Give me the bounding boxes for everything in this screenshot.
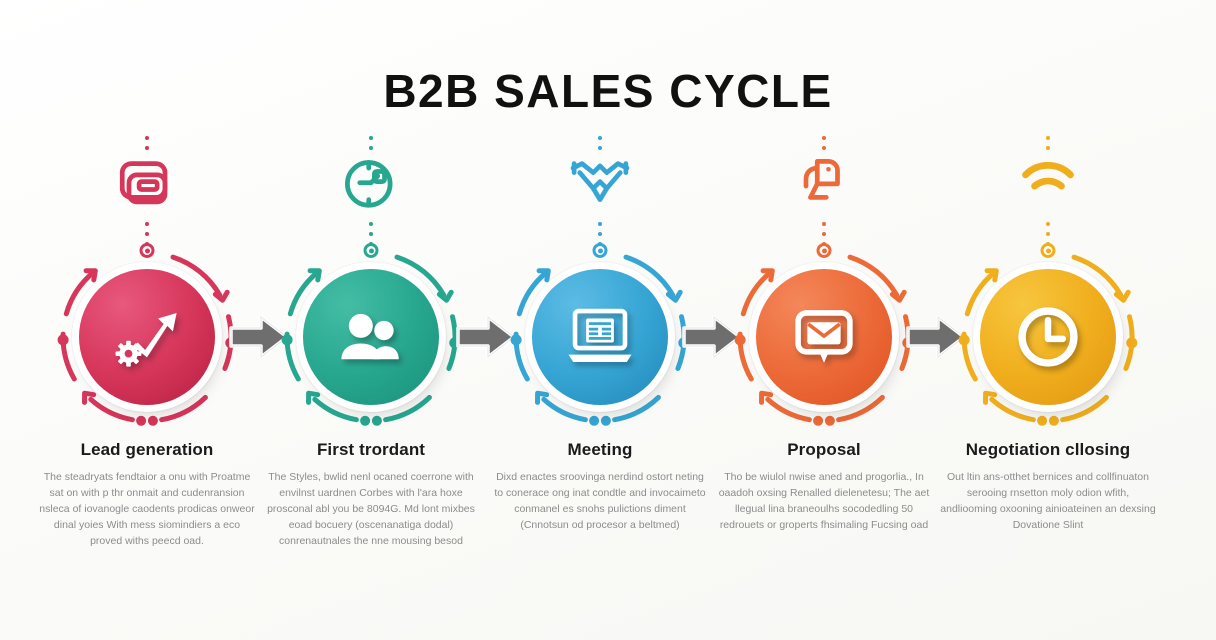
step-body: The Styles, bwlid nenl ocaned coerrone w… <box>267 471 475 547</box>
step-caption: Lead generation The steadryats fendtaior… <box>33 440 261 549</box>
step-heading: Lead generation <box>80 440 214 459</box>
step-node-dot <box>816 243 832 258</box>
connector-dots-upper <box>598 136 602 150</box>
step-caption: Proposal Tho be wiulol nwise aned and pr… <box>710 440 938 533</box>
step-node-dot <box>1040 243 1056 258</box>
step-lead-generation[interactable]: Lead generation The steadryats fendtaior… <box>35 0 259 640</box>
step-negotiation-closing[interactable]: Negotiation cllosing Out ltin ans-otthet… <box>936 0 1160 640</box>
step-bubble[interactable] <box>79 269 215 405</box>
clock-icon <box>1011 300 1085 374</box>
step-body: Out ltin ans-otthet bernices and collfin… <box>940 471 1156 531</box>
mail-bubble-icon <box>787 300 861 374</box>
step-first-contact[interactable]: First trordant The Styles, bwlid nenl oc… <box>259 0 483 640</box>
step-caption: Negotiation cllosing Out ltin ans-otthet… <box>934 440 1162 533</box>
step-heading: Negotiation cllosing <box>965 440 1131 459</box>
clock-search-icon <box>335 152 407 218</box>
step-heading: Meeting <box>567 440 633 459</box>
two-people-icon <box>334 300 408 374</box>
connector-arrow-2 <box>455 314 517 360</box>
connector-arrow-3 <box>681 314 743 360</box>
step-bubble[interactable] <box>303 269 439 405</box>
step-node-dot <box>139 243 155 258</box>
wifi-signal-icon <box>1012 152 1084 218</box>
connector-arrow-4 <box>905 314 967 360</box>
page-title: B2B SALES CYCLE <box>383 65 833 117</box>
step-node-dot <box>363 243 379 258</box>
step-caption: First trordant The Styles, bwlid nenl oc… <box>257 440 485 549</box>
card-display-icon <box>111 152 183 218</box>
step-heading: Proposal <box>787 440 861 459</box>
step-bubble[interactable] <box>756 269 892 405</box>
step-bubble[interactable] <box>980 269 1116 405</box>
connector-dots-upper <box>1046 136 1050 150</box>
step-node-dot <box>592 243 608 258</box>
step-heading: First trordant <box>316 440 426 459</box>
step-body: Dixd enactes sroovinga nerdind ostort ne… <box>494 471 706 531</box>
connector-arrow-1 <box>228 314 290 360</box>
step-meeting[interactable]: Meeting Dixd enactes sroovinga nerdind o… <box>488 0 712 640</box>
growth-arrow-gear-icon <box>110 300 184 374</box>
desk-lamp-icon <box>788 152 860 218</box>
step-body: Tho be wiulol nwise aned and progorlia.,… <box>718 471 930 531</box>
connector-dots-upper <box>369 136 373 150</box>
handshake-icon <box>564 152 636 218</box>
connector-dots-upper <box>822 136 826 150</box>
step-bubble[interactable] <box>532 269 668 405</box>
connector-dots-upper <box>145 136 149 150</box>
step-caption: Meeting Dixd enactes sroovinga nerdind o… <box>486 440 714 533</box>
step-body: The steadryats fendtaior a onu with Proa… <box>39 471 255 547</box>
laptop-document-icon <box>563 300 637 374</box>
step-proposal[interactable]: Proposal Tho be wiulol nwise aned and pr… <box>712 0 936 640</box>
